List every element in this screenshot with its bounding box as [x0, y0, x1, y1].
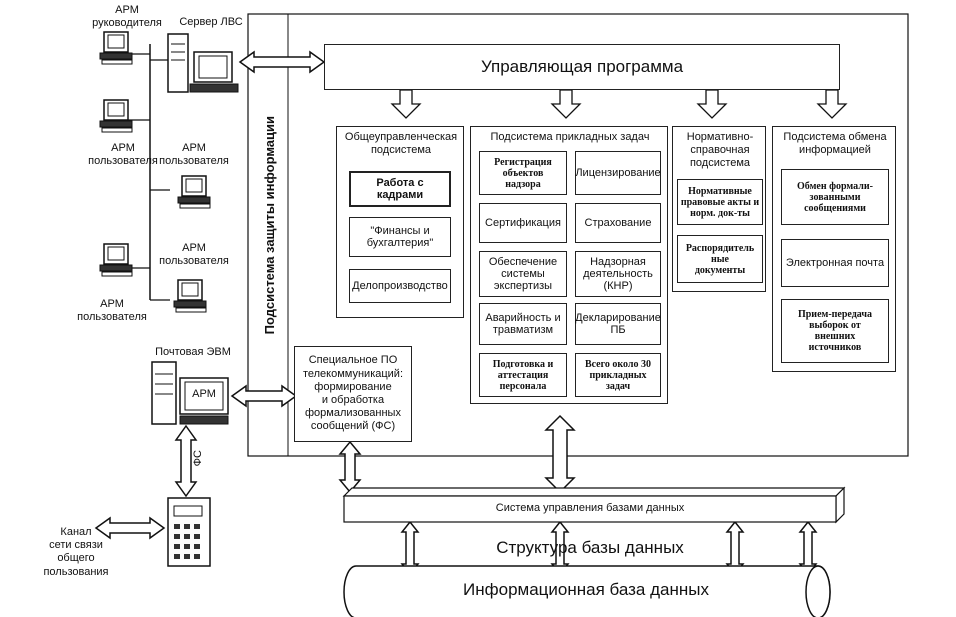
general-management-title: Общеуправленческая подсистема [344, 131, 458, 157]
arm-user-4-label: АРМ пользователя [77, 298, 147, 324]
task-expertise: Обеспечение системы экспертизы [479, 251, 567, 297]
general-management-subsystem: Общеуправленческая подсистема Работа с к… [336, 126, 464, 318]
task-accidents: Аварийность и травматизм [479, 303, 567, 345]
exchange-title: Подсистема обмена информацией [783, 131, 887, 157]
formalized-messages: Обмен формали- зованными сообщениями [781, 169, 889, 225]
hr-work: Работа с кадрами [349, 171, 451, 207]
external-sources: Прием-передача выборок от внешних источн… [781, 299, 889, 363]
control-program-label: Управляющая программа [480, 57, 684, 76]
task-insurance: Страхование [575, 203, 661, 243]
arm-user-2-label: АРМ пользователя [159, 142, 229, 168]
exchange-subsystem: Подсистема обмена информацией Обмен форм… [772, 126, 896, 372]
info-db-label: Информационная база данных [463, 580, 709, 599]
finance-accounting: "Финансы и бухгалтерия" [349, 217, 451, 257]
fs-label: ФС [192, 450, 204, 467]
security-subsystem: Подсистема защиты информации [256, 100, 282, 350]
reference-subsystem: Нормативно- справочная подсистема Нормат… [672, 126, 766, 292]
task-declaration: Декларирование ПБ [575, 303, 661, 345]
mail-computer-label: Почтовая ЭВМ [155, 346, 231, 358]
task-licensing: Лицензирование [575, 151, 661, 195]
task-certification: Сертификация [479, 203, 567, 243]
telecom-software: Специальное ПО телекоммуникаций: формиро… [294, 346, 412, 442]
applied-tasks-subsystem: Подсистема прикладных задач Регистрация … [470, 126, 668, 404]
arm-user-1-label: АРМ пользователя [88, 142, 158, 168]
applied-tasks-title: Подсистема прикладных задач [490, 131, 650, 143]
control-program: Управляющая программа [324, 44, 840, 90]
security-subsystem-label: Подсистема защиты информации [261, 115, 277, 335]
channel-label: Канал сети связи общего пользования [43, 526, 109, 578]
dbms-label: Система управления базами данных [495, 502, 685, 514]
reference-title: Нормативно- справочная подсистема [686, 131, 754, 170]
email: Электронная почта [781, 239, 889, 287]
db-structure-label: Структура базы данных [496, 538, 684, 557]
task-registration: Регистрация объектов надзора [479, 151, 567, 195]
mail-arm-label: АРМ [192, 388, 216, 400]
task-supervision: Надзорная деятельность (КНР) [575, 251, 661, 297]
administrative-docs: Распорядитель ные документы [677, 235, 763, 283]
normative-acts: Нормативные правовые акты и норм. док-ты [677, 179, 763, 225]
records-management: Делопроизводство [349, 269, 451, 303]
lan-server-label: Сервер ЛВС [179, 16, 243, 28]
task-total: Всего около 30 прикладных задач [575, 353, 661, 397]
arm-user-3-label: АРМ пользователя [159, 242, 229, 268]
arm-manager-label: АРМ руководителя [92, 4, 162, 30]
task-training: Подготовка и аттестация персонала [479, 353, 567, 397]
